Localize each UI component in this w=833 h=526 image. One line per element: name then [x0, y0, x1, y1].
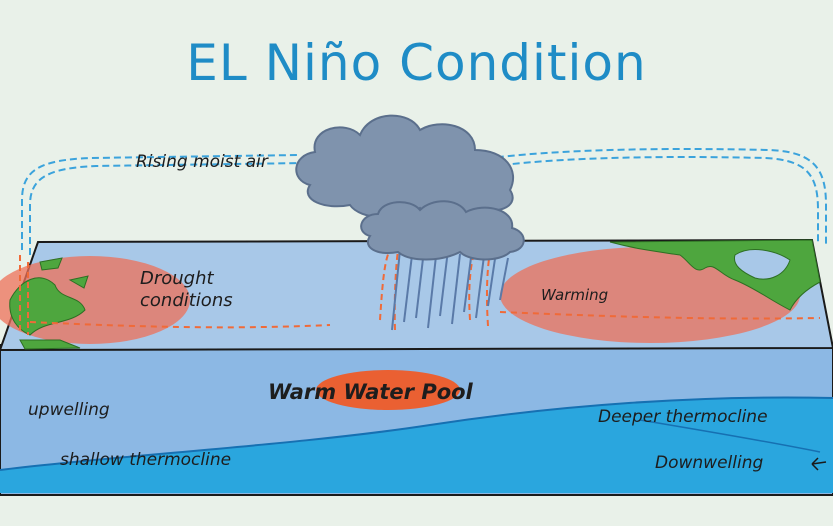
circulation-arrow-icon [479, 156, 819, 245]
shallow-thermocline-label: shallow thermocline [60, 450, 232, 470]
arrow-head-icon [811, 457, 827, 471]
thermocline-line [0, 396, 833, 471]
drought-label: Drought conditions [140, 268, 233, 311]
gulf-icon [733, 249, 791, 280]
warm-pool-blob [316, 370, 460, 410]
sea-surface [0, 238, 833, 352]
circulation-arrow-icon [29, 162, 306, 255]
cloud-icon [295, 114, 525, 261]
ocean-cross-section [0, 344, 833, 496]
circulation-arrows [19, 148, 827, 335]
upwelling-label: upwelling [28, 400, 110, 420]
circulation-arrow-icon [474, 148, 827, 245]
diagram-title: EL Niño Condition [186, 34, 647, 92]
warm-water-pool-label: Warm Water Pool [268, 380, 473, 404]
deep-water-layer [0, 397, 833, 493]
rain-icon [391, 249, 509, 331]
warming-label: Warming [541, 286, 609, 304]
deeper-thermocline-label: Deeper thermocline [598, 407, 768, 427]
downwelling-label: Downwelling [655, 453, 764, 473]
rising-heat-arrows [379, 249, 399, 331]
heat-arrow-west [19, 255, 29, 335]
downwelling-arrow-icon [639, 419, 821, 453]
islands-icon [19, 257, 89, 350]
heat-arrows [29, 311, 821, 329]
rising-air-label: Rising moist air [136, 152, 268, 172]
circulation-arrow-icon [21, 154, 301, 250]
